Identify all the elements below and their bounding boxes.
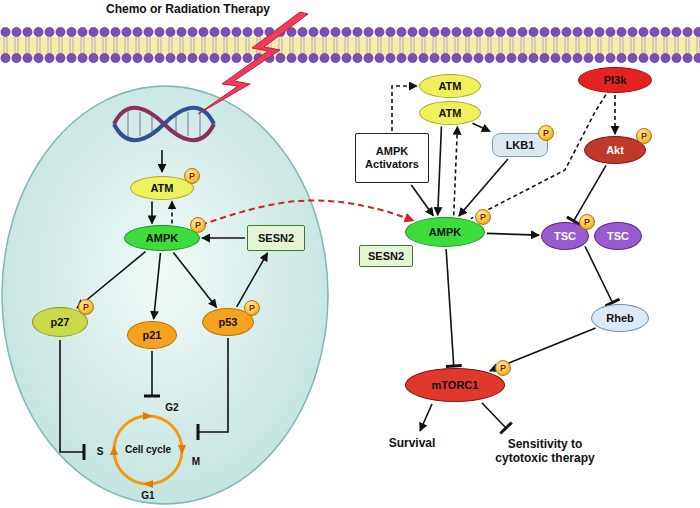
activation-connector [151, 201, 153, 223]
activation-connector [454, 127, 458, 216]
node-label: p53 [219, 316, 238, 329]
gtpase-oval: Rheb [591, 304, 649, 332]
protein-oval: p21 [127, 321, 177, 349]
inhibition-line [60, 340, 84, 452]
node-label: AMPK [429, 226, 461, 239]
kinase-oval: ATM [419, 101, 481, 125]
complex-oval: TSC [594, 222, 642, 250]
activation-connector [202, 237, 245, 239]
phospho-badge: P [538, 125, 554, 141]
activation-connector [472, 123, 490, 131]
kinase-oval: AMPKP [405, 217, 485, 247]
node-label: TSC [607, 230, 629, 243]
node-label: LKB1 [506, 139, 535, 152]
node-label: SESN2 [368, 250, 404, 263]
activation-connector [438, 127, 442, 216]
phospho-badge: P [184, 168, 200, 184]
node-label: AMPK Activators [361, 145, 423, 170]
node-label: ATM [438, 107, 461, 120]
activation-connector [154, 253, 161, 319]
phospho-badge: P [636, 128, 652, 144]
protein-oval: p53P [202, 308, 254, 336]
activation-connector [392, 86, 417, 131]
phospho-badge: P [190, 217, 206, 233]
node-label: PI3k [604, 74, 627, 87]
node-label: TSC [554, 230, 576, 243]
phase-label: M [192, 456, 200, 468]
protein-oval: p27P [32, 307, 88, 337]
node-label: Rheb [606, 312, 634, 325]
node-label: p27 [51, 316, 70, 329]
outcome-label: Sensitivity to cytotoxic therapy [485, 438, 605, 466]
phospho-badge: P [475, 209, 491, 225]
node-label: SESN2 [258, 232, 294, 245]
protein-box: SESN2 [247, 225, 305, 251]
node-label: Akt [606, 144, 624, 157]
cell-membrane [0, 24, 700, 66]
therapy-label: Chemo or Radiation Therapy [106, 3, 270, 17]
outcome-label: Survival [389, 437, 436, 451]
kinase-oval: PI3k [578, 67, 652, 93]
phospho-badge: P [495, 360, 511, 376]
activation-connector [487, 233, 539, 235]
phospho-badge: P [244, 300, 260, 316]
dna-helix [114, 108, 214, 140]
phase-label: G2 [165, 402, 178, 414]
activation-connector [171, 201, 173, 223]
cell-cycle-ring [110, 412, 186, 488]
kinase-box: LKB1P [492, 133, 548, 157]
complex-oval: TSCP [541, 222, 589, 250]
kinase-oval: ATM [419, 74, 481, 98]
inhibition-connector [574, 165, 606, 221]
activation-connector [237, 253, 268, 307]
activation-connector [614, 95, 616, 134]
node-label: ATM [438, 80, 461, 93]
node-label: AMPK [146, 232, 178, 245]
node-label: mTORC1 [432, 379, 479, 392]
activation-connector [459, 159, 508, 216]
protein-box: SESN2 [359, 245, 413, 267]
phase-label: G1 [141, 490, 154, 502]
kinase-oval: ATMP [130, 176, 194, 200]
activator-box: AMPK Activators [355, 133, 429, 183]
phospho-badge: P [78, 299, 94, 315]
cycle-label: Cell cycle [125, 444, 171, 456]
inhibition-line [198, 338, 228, 432]
inhibition-line [151, 351, 153, 396]
inhibition-connector [446, 249, 454, 366]
inhibition-line [482, 403, 506, 428]
kinase-oval: AktP [584, 136, 646, 164]
lightning-bolt [198, 12, 308, 114]
phospho-badge: P [579, 214, 595, 230]
activation-connector [192, 200, 414, 228]
dna-damage-arrow [161, 150, 163, 172]
nucleus [2, 86, 328, 504]
inhibition-connector [585, 246, 612, 302]
phase-label: S [97, 446, 104, 458]
node-label: ATM [150, 182, 173, 195]
activation-connector [173, 252, 216, 307]
complex-oval: mTORC1P [405, 368, 505, 402]
activation-arrow [420, 404, 432, 431]
node-label: p21 [143, 329, 162, 342]
activation-connector [411, 185, 433, 216]
kinase-oval: AMPKP [124, 225, 200, 251]
